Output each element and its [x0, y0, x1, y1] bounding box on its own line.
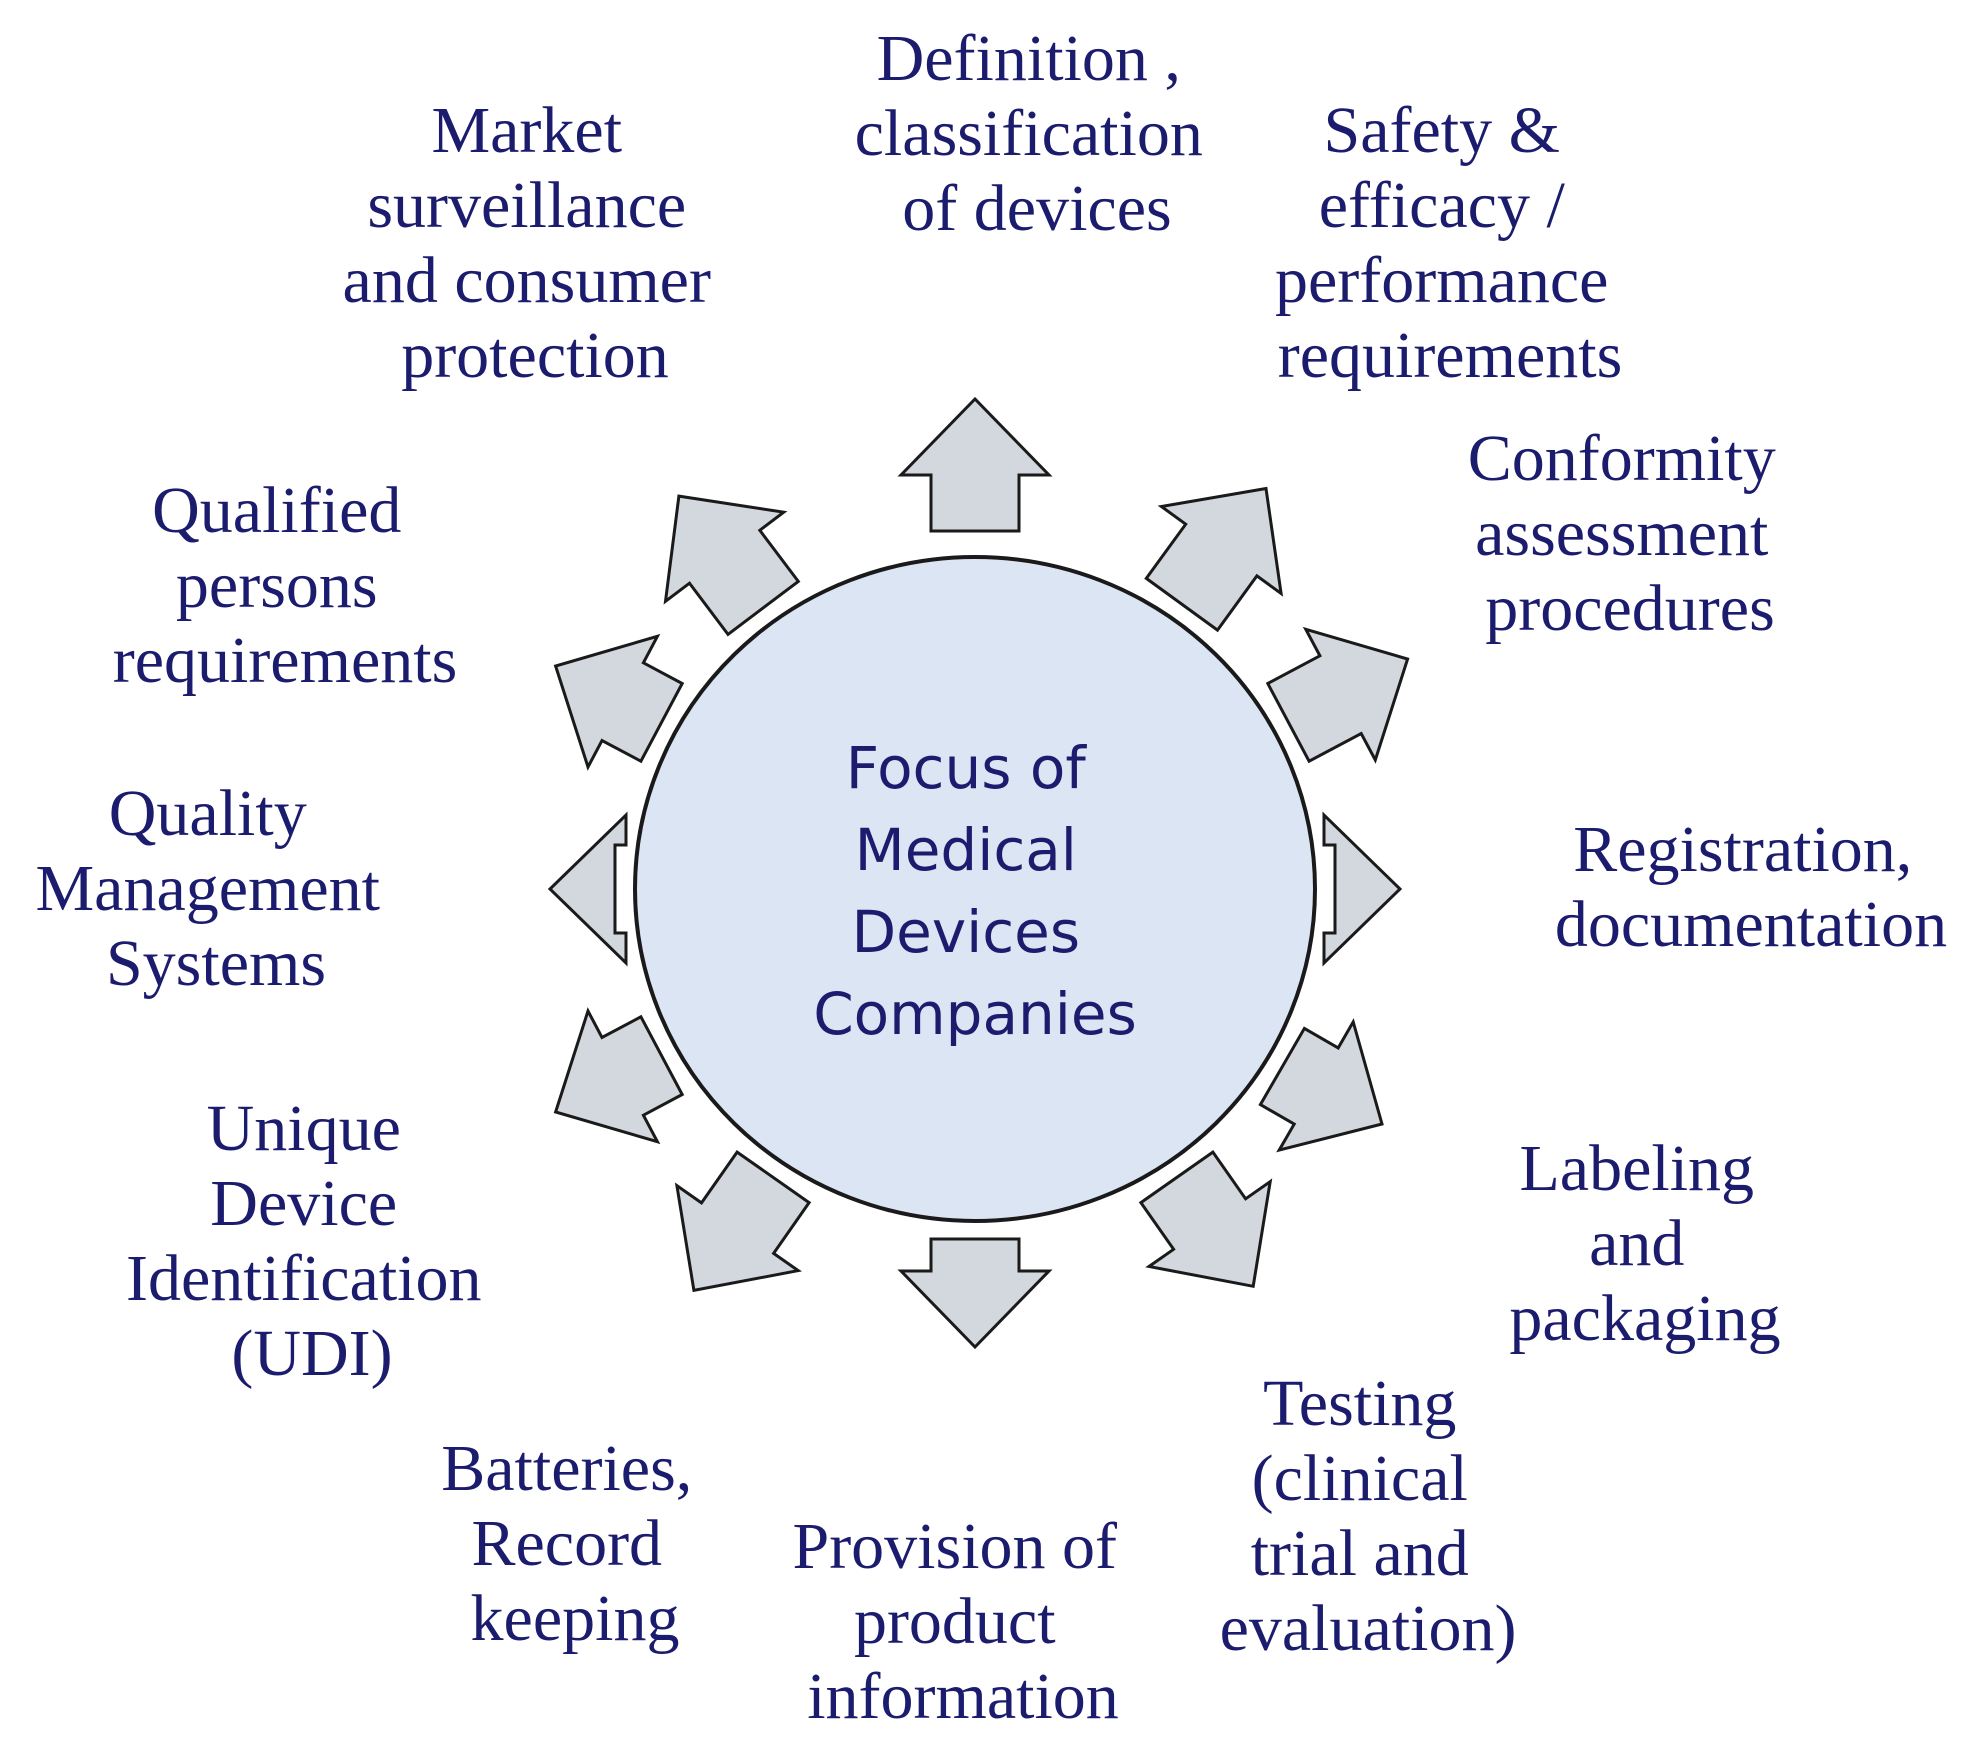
topic-line: Device: [210, 1167, 397, 1240]
topic-line: classification: [855, 97, 1203, 170]
topic-line: and: [1589, 1207, 1684, 1280]
topic-line: Provision of: [792, 1510, 1117, 1583]
topic-line: Safety &: [1324, 94, 1560, 167]
arrow-up-icon: [897, 396, 1053, 533]
arrows-layer: [547, 396, 1410, 1350]
arrow-up-left-icon: [663, 494, 801, 637]
arrow-right-icon: [1322, 811, 1403, 967]
topic-line: Unique: [207, 1092, 401, 1165]
topic-line: (UDI): [231, 1317, 392, 1390]
topic-line: of devices: [902, 172, 1171, 245]
topic-line: trial and: [1251, 1517, 1469, 1590]
topic-line: requirements: [1278, 319, 1623, 392]
hub-line: Medical: [855, 816, 1077, 884]
topic-line: product: [854, 1585, 1056, 1658]
topic-line: surveillance: [367, 169, 686, 242]
topic-safety: Safety & efficacy / performance requirem…: [1275, 94, 1625, 392]
topic-line: keeping: [471, 1582, 680, 1655]
topic-line: (clinical: [1252, 1442, 1468, 1515]
arrow-down-icon: [897, 1237, 1053, 1350]
topic-line: Conformity: [1468, 422, 1776, 495]
topic-line: protection: [401, 319, 669, 392]
arrow-right-up-icon: [1265, 626, 1410, 764]
topic-testing: Testing (clinical trial and evaluation): [1220, 1367, 1517, 1665]
topic-registration: Registration, documentation: [1555, 813, 1947, 961]
hub-line: Focus of: [846, 734, 1088, 802]
topic-line: persons: [176, 549, 378, 622]
arrow-left-up-icon: [553, 633, 685, 771]
topic-line: performance: [1275, 244, 1608, 317]
arrow-down-left-icon: [674, 1150, 812, 1293]
topic-batteries: Batteries, Record keeping: [441, 1432, 709, 1655]
arrow-left-down-icon: [553, 1007, 685, 1145]
hub-label: Focus of Medical Devices Companies: [813, 734, 1137, 1048]
topic-line: Batteries,: [441, 1432, 692, 1505]
topic-qms: Quality Management Systems: [35, 777, 396, 1000]
topic-line: Record: [471, 1507, 662, 1580]
topic-line: Identification: [126, 1242, 482, 1315]
topic-market: Market surveillance and consumer protect…: [343, 94, 728, 392]
hub-circle: [633, 555, 1317, 1223]
hub-line: Companies: [813, 980, 1137, 1048]
topic-definition: Definition , classification of devices: [855, 22, 1220, 245]
topic-udi: Unique Device Identification (UDI): [126, 1092, 498, 1390]
topic-labeling: Labeling and packaging: [1509, 1132, 1780, 1355]
arrow-left-icon: [547, 811, 628, 967]
topic-line: Definition ,: [877, 22, 1181, 95]
topic-line: evaluation): [1220, 1592, 1517, 1665]
arrow-up-right-icon: [1144, 486, 1284, 633]
topic-line: Systems: [106, 927, 326, 1000]
topic-line: Quality: [109, 777, 307, 850]
topic-line: Labeling: [1519, 1132, 1754, 1205]
topic-line: packaging: [1509, 1282, 1780, 1355]
topic-line: information: [807, 1660, 1119, 1733]
topic-line: assessment: [1475, 497, 1768, 570]
topic-line: requirements: [113, 624, 458, 697]
topic-line: Market: [431, 94, 622, 167]
topic-line: Management: [35, 852, 380, 925]
topic-line: documentation: [1555, 888, 1947, 961]
topic-qualified: Qualified persons requirements: [113, 474, 458, 697]
hub: Focus of Medical Devices Companies: [633, 555, 1317, 1223]
topic-provision: Provision of product information: [792, 1510, 1133, 1733]
topic-line: Testing: [1263, 1367, 1456, 1440]
topic-line: Registration,: [1573, 813, 1912, 886]
topic-line: Qualified: [152, 474, 401, 547]
arrow-down-right-icon: [1138, 1150, 1273, 1289]
topic-line: and consumer: [343, 244, 711, 317]
topic-conformity: Conformity assessment procedures: [1468, 422, 1793, 645]
arrow-right-down-icon: [1258, 1018, 1384, 1153]
topic-line: efficacy /: [1319, 169, 1566, 242]
topic-line: procedures: [1485, 572, 1775, 645]
hub-line: Devices: [851, 898, 1080, 966]
